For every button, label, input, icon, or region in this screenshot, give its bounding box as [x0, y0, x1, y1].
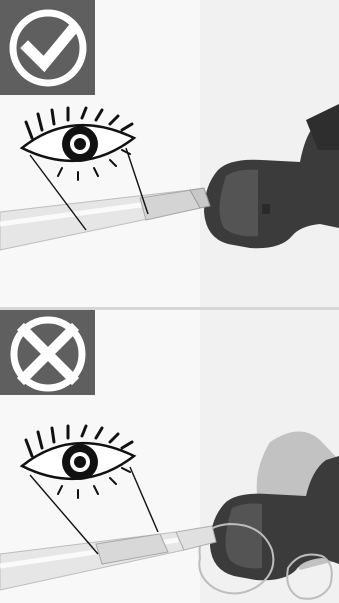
correct-illustration [0, 0, 339, 307]
correct-panel [0, 0, 339, 307]
incorrect-panel [0, 310, 339, 603]
incorrect-illustration [0, 310, 339, 603]
checkmark-icon [0, 0, 95, 95]
cross-icon [0, 310, 95, 395]
